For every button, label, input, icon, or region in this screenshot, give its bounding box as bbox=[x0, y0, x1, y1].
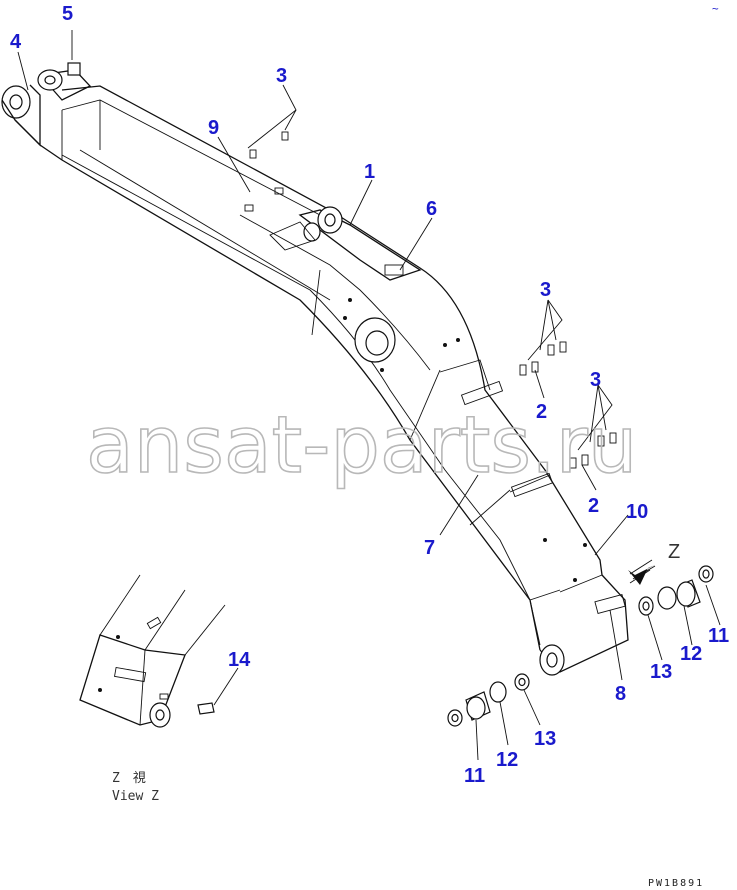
bushings bbox=[447, 565, 714, 727]
callout-1: 1 bbox=[364, 161, 375, 183]
leaders bbox=[17, 30, 721, 761]
callout-2-low: 2 bbox=[588, 495, 599, 517]
callout-9: 9 bbox=[208, 117, 219, 139]
callout-11-right: 11 bbox=[708, 625, 729, 647]
boom bbox=[1, 62, 629, 676]
view-z-label-en: View Z bbox=[112, 789, 159, 804]
callout-11-left: 11 bbox=[464, 765, 485, 787]
callout-12-left: 12 bbox=[496, 749, 518, 771]
callout-7: 7 bbox=[424, 537, 435, 559]
view-z-label-jp: Z 視 bbox=[112, 771, 146, 786]
view-z-detail bbox=[79, 574, 226, 728]
view-z-letter: Z bbox=[668, 541, 680, 563]
callout-14: 14 bbox=[228, 649, 251, 671]
callout-8: 8 bbox=[615, 683, 626, 705]
callout-3-low: 3 bbox=[590, 369, 601, 391]
callout-13-left: 13 bbox=[534, 728, 556, 750]
callout-2-mid: 2 bbox=[536, 401, 547, 423]
callout-13-right: 13 bbox=[650, 661, 672, 683]
callout-5: 5 bbox=[62, 3, 73, 25]
watermark-text: ansat-parts.ru bbox=[86, 401, 637, 491]
callout-3-mid: 3 bbox=[540, 279, 551, 301]
corner-mark: ~ bbox=[712, 2, 719, 15]
shim-group bbox=[249, 131, 617, 469]
drawing-code: PW1B891 bbox=[648, 878, 704, 889]
view-z-arrow bbox=[628, 559, 656, 585]
callout-3-top: 3 bbox=[276, 65, 287, 87]
callout-12-right: 12 bbox=[680, 643, 702, 665]
callout-6: 6 bbox=[426, 198, 437, 220]
callout-4: 4 bbox=[10, 31, 22, 53]
callout-10: 10 bbox=[626, 501, 648, 523]
